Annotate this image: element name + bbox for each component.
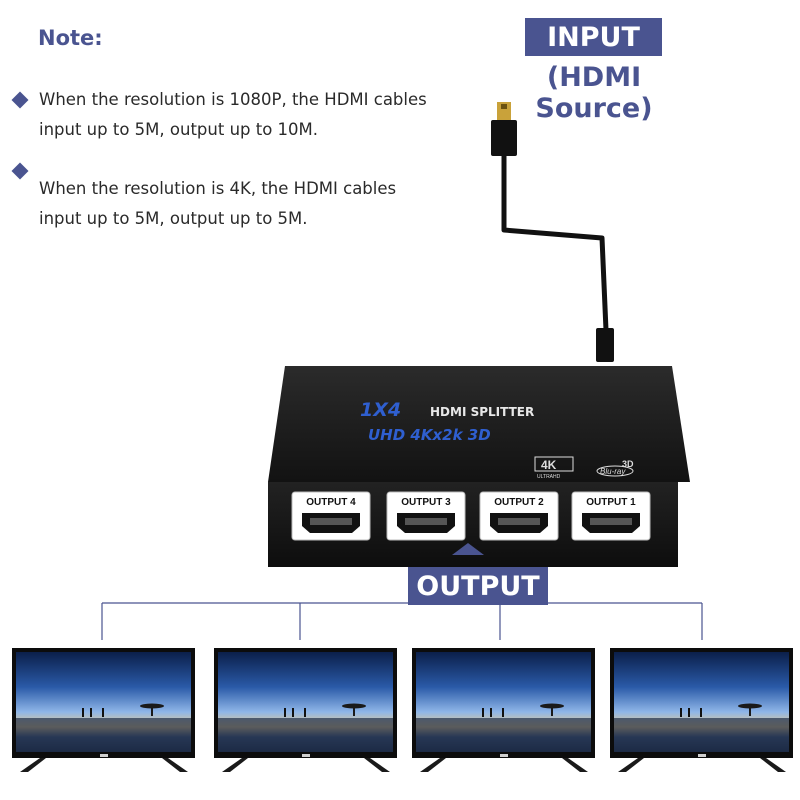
- hdmi-port-icon: OUTPUT 2: [479, 491, 559, 541]
- port-label: OUTPUT 4: [306, 497, 356, 508]
- port-label: OUTPUT 3: [401, 497, 451, 508]
- badge-ultrahd: ULTRAHD: [537, 474, 561, 480]
- note-title: Note:: [38, 26, 103, 50]
- splitter-top: [268, 366, 690, 482]
- note-item-1-line-1: When the resolution is 1080P, the HDMI c…: [39, 90, 427, 109]
- tv-icon: [412, 648, 595, 772]
- badge-bluray: Blu-ray: [600, 467, 626, 476]
- hdmi-port-icon: OUTPUT 3: [386, 491, 466, 541]
- note-item-2-line-1: When the resolution is 4K, the HDMI cabl…: [39, 179, 397, 198]
- badge-4k: 4K: [541, 458, 557, 472]
- port-label: OUTPUT 2: [494, 497, 544, 508]
- device-name: HDMI SPLITTER: [430, 405, 534, 419]
- hdmi-port-icon: OUTPUT 1: [571, 491, 651, 541]
- arrow-up-icon: [452, 543, 484, 555]
- device-tagline: UHD 4Kx2k 3D: [368, 426, 491, 444]
- badge-3d: 3D: [622, 459, 634, 469]
- hdmi-port-icon: OUTPUT 4: [291, 491, 371, 541]
- input-label: INPUT: [525, 18, 662, 56]
- port-label: OUTPUT 1: [586, 497, 636, 508]
- hdmi-cable-icon: [491, 102, 614, 362]
- device-model: 1X4: [360, 399, 401, 421]
- output-label: OUTPUT: [408, 567, 548, 605]
- tv-icon: [214, 648, 397, 772]
- output-connector-lines: [101, 602, 703, 640]
- tv-icon: [610, 648, 793, 772]
- note-item-2-line-2: input up to 5M, output up to 5M.: [39, 209, 308, 228]
- note-item-1-line-2: input up to 5M, output up to 10M.: [39, 120, 319, 139]
- input-source-label: (HDMI Source): [535, 62, 653, 124]
- tv-icon: [12, 648, 195, 772]
